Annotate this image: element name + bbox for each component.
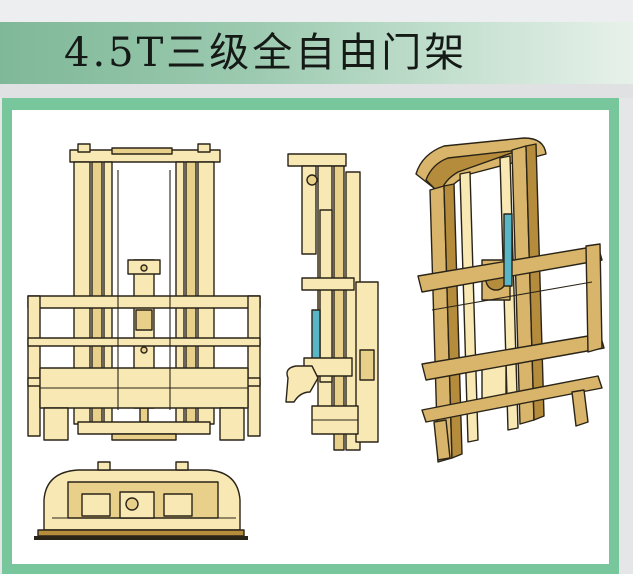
gap-band [0, 84, 633, 98]
top-view [34, 461, 248, 540]
drawing-panel: .o { stroke: #2a2418; stroke-width: 1.4;… [12, 110, 609, 564]
front-view [27, 143, 261, 441]
page-title: 4.5T三级全自由门架 [64, 30, 468, 76]
mast-drawing: .o { stroke: #2a2418; stroke-width: 1.4;… [27, 137, 605, 540]
title-banner [0, 22, 633, 84]
right-strip [619, 98, 633, 574]
figure-frame: .o { stroke: #2a2418; stroke-width: 1.4;… [2, 98, 619, 574]
isometric-view [415, 137, 605, 463]
side-view [285, 153, 379, 451]
top-band [0, 0, 633, 22]
